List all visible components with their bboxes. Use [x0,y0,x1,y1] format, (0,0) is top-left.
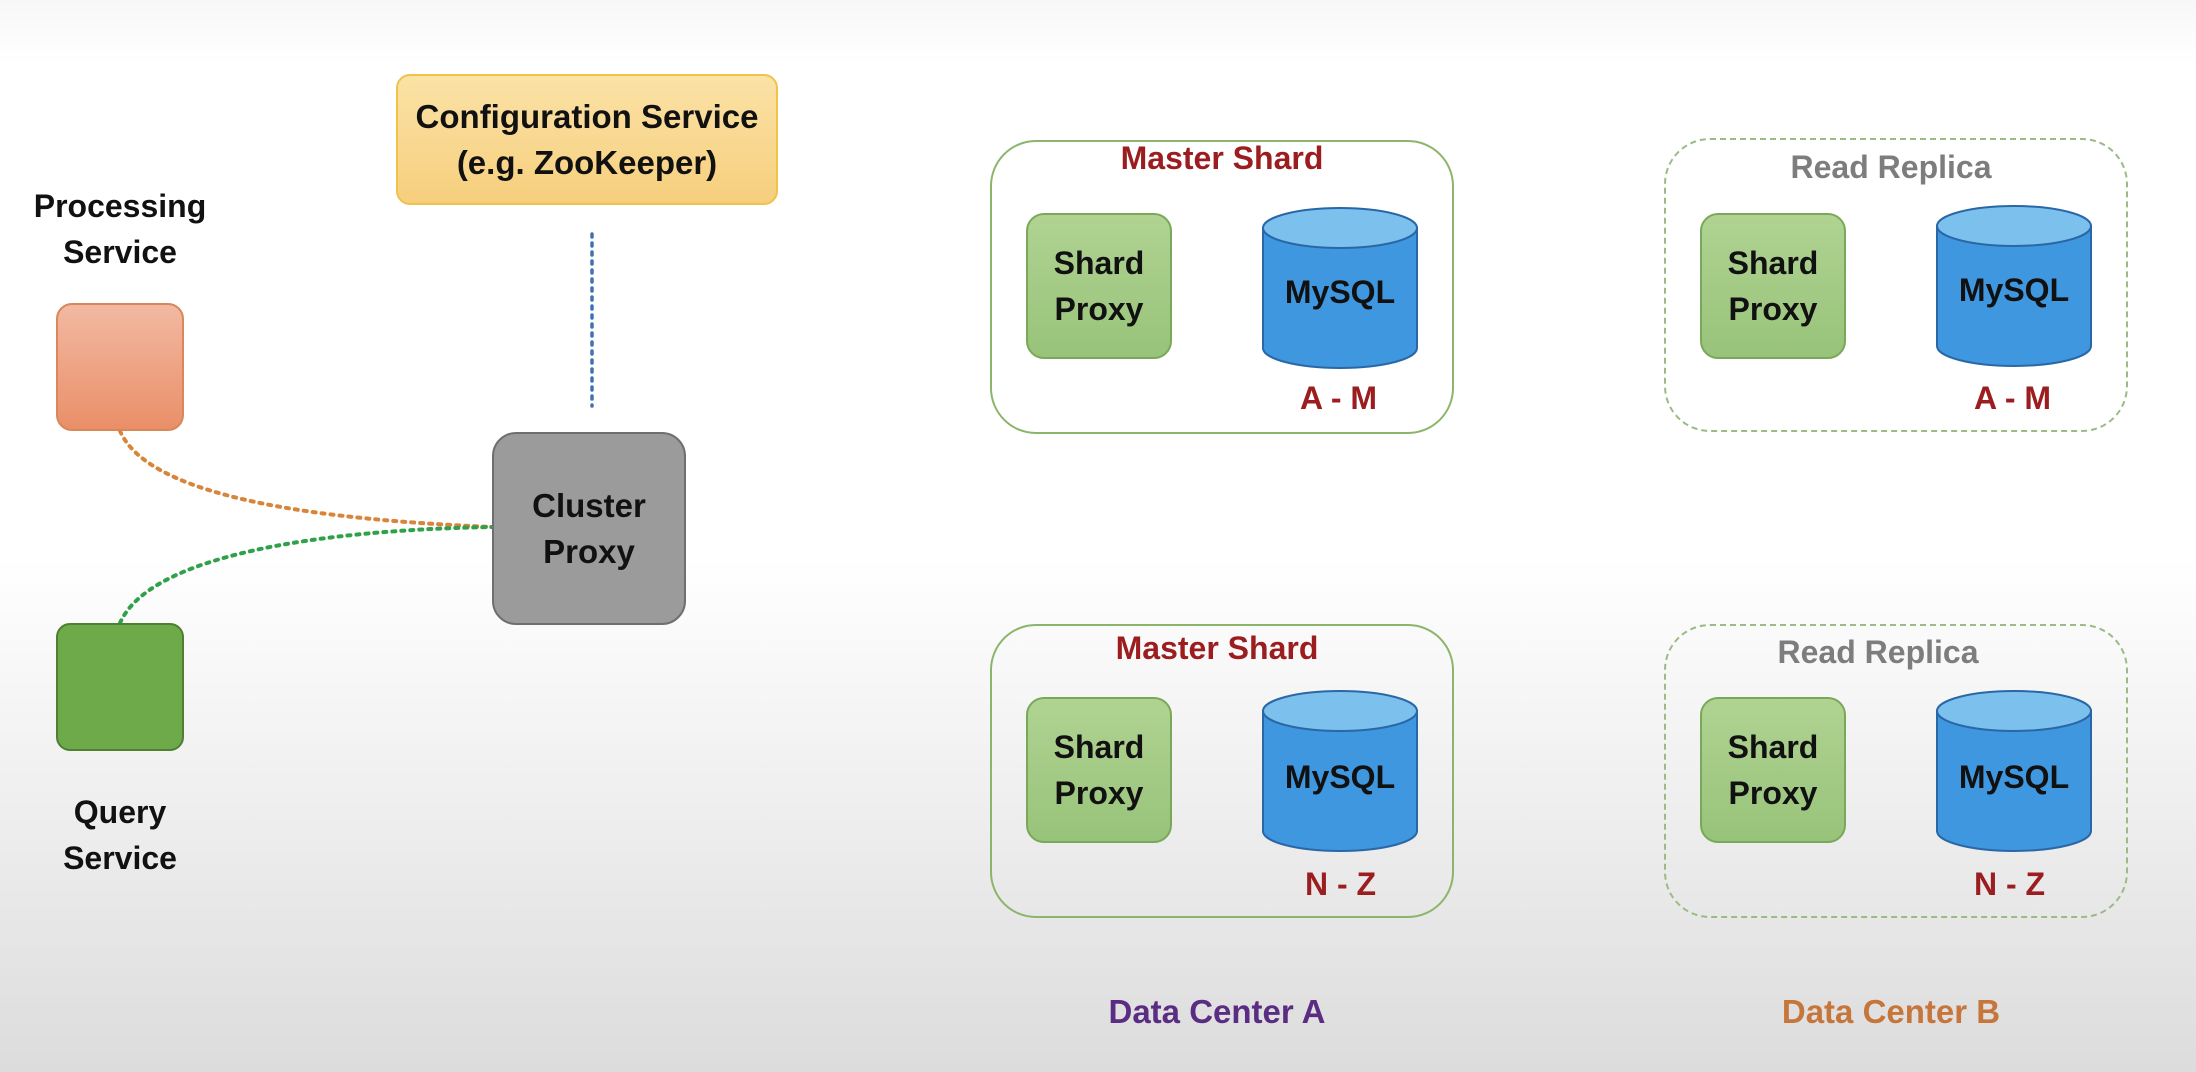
shard-proxy-line2: Proxy [1054,775,1144,811]
processing-service-label: Processing Service [20,183,220,275]
query-to-cluster-link [118,525,494,625]
master-shard-title: Master Shard [1115,630,1319,666]
mysql-label: MySQL [1958,272,2070,308]
data-center-a-label: Data Center A [1108,993,1326,1030]
read-replica-n-z[interactable] [1664,624,2128,918]
mysql-database-icon[interactable]: MySQL [1935,689,2093,853]
config-service-line1: Configuration Service [415,97,759,135]
data-center-b-label: Data Center B [1781,993,2001,1030]
mysql-label: MySQL [1284,759,1396,795]
master-shard-title: Master Shard [1120,140,1324,176]
query-service-node[interactable] [56,623,184,751]
cluster-proxy-node[interactable]: Cluster Proxy [492,432,686,625]
shard-range: A - M [1300,380,1378,416]
processing-service-label-line1: Processing [33,188,207,224]
read-replica-title: Read Replica [1777,634,1979,670]
config-service-line2: (e.g. ZooKeeper) [456,143,718,181]
cluster-proxy-line2: Proxy [543,532,635,570]
query-service-label-line1: Query [73,794,167,830]
master-shard-a-m[interactable] [990,140,1454,434]
shard-range: N - Z [1974,866,2046,902]
cylinder-icon [1936,205,2092,367]
mysql-label: MySQL [1958,759,2070,795]
shard-proxy-line2: Proxy [1728,775,1818,811]
shard-range: N - Z [1305,866,1377,902]
configuration-service-node[interactable]: Configuration Service (e.g. ZooKeeper) [396,74,778,205]
cluster-proxy-line1: Cluster [532,486,646,524]
shard-proxy-node[interactable]: Shard Proxy [1026,697,1172,843]
processing-service-label-line2: Service [63,234,177,270]
master-shard-n-z[interactable] [990,624,1454,918]
cylinder-icon [1262,207,1418,369]
shard-proxy-line1: Shard [1053,245,1145,281]
shard-proxy-node[interactable]: Shard Proxy [1700,213,1846,359]
mysql-label: MySQL [1284,274,1396,310]
query-service-label-line2: Service [63,840,177,876]
read-replica-a-m[interactable] [1664,138,2128,432]
read-replica-title: Read Replica [1790,149,1992,185]
shard-proxy-line2: Proxy [1728,291,1818,327]
shard-proxy-line1: Shard [1727,245,1819,281]
cylinder-icon [1936,690,2092,852]
shard-proxy-line2: Proxy [1054,291,1144,327]
shard-proxy-line1: Shard [1053,729,1145,765]
mysql-database-icon[interactable]: MySQL [1935,204,2093,368]
mysql-database-icon[interactable]: MySQL [1261,689,1419,853]
shard-proxy-node[interactable]: Shard Proxy [1700,697,1846,843]
shard-proxy-line1: Shard [1727,729,1819,765]
query-service-label: Query Service [20,789,220,881]
processing-to-cluster-link [118,429,494,529]
shard-proxy-node[interactable]: Shard Proxy [1026,213,1172,359]
mysql-database-icon[interactable]: MySQL [1261,206,1419,370]
cylinder-icon [1262,690,1418,852]
processing-service-node[interactable] [56,303,184,431]
shard-range: A - M [1974,380,2052,416]
